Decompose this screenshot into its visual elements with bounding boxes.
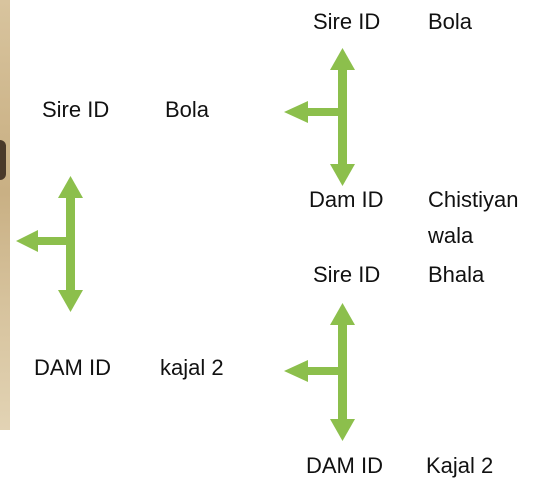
root-dam-name: kajal 2 [160, 355, 224, 380]
granddam-paternal-name-line2: wala [428, 223, 474, 248]
grandsire-paternal-label: Sire ID [313, 9, 381, 34]
granddam-paternal-name-line1: Chistiyan [428, 187, 519, 212]
granddam-maternal-name: Kajal 2 [426, 453, 494, 478]
grandsire-maternal-name: Bhala [428, 262, 485, 287]
root-dam-label: DAM ID [34, 355, 111, 380]
sire-up-arrowhead [330, 48, 355, 70]
grandsire-paternal-name: Bola [428, 9, 473, 34]
dam-vertical-shaft [338, 323, 347, 423]
sire-down-arrowhead [330, 164, 355, 186]
arrow-group-dam [284, 303, 355, 441]
arrow-group-root [16, 176, 83, 312]
background-photo-edge [0, 0, 10, 430]
root-sire-label: Sire ID [42, 97, 110, 122]
dam-left-shaft [306, 367, 342, 375]
sire-left-arrowhead [284, 101, 308, 123]
granddam-paternal-label: Dam ID [309, 187, 384, 212]
root-left-arrowhead [16, 230, 38, 252]
sire-vertical-shaft [338, 68, 347, 168]
root-sire-name: Bola [165, 97, 210, 122]
dam-left-arrowhead [284, 360, 308, 382]
grandsire-maternal-label: Sire ID [313, 262, 381, 287]
granddam-maternal-label: DAM ID [306, 453, 383, 478]
photo-detail [0, 140, 6, 180]
root-down-arrowhead [58, 290, 83, 312]
root-left-shaft [36, 237, 70, 245]
dam-up-arrowhead [330, 303, 355, 325]
root-vertical-shaft [66, 196, 75, 292]
root-up-arrowhead [58, 176, 83, 198]
arrow-group-sire [284, 48, 355, 186]
sire-left-shaft [306, 108, 342, 116]
dam-down-arrowhead [330, 419, 355, 441]
